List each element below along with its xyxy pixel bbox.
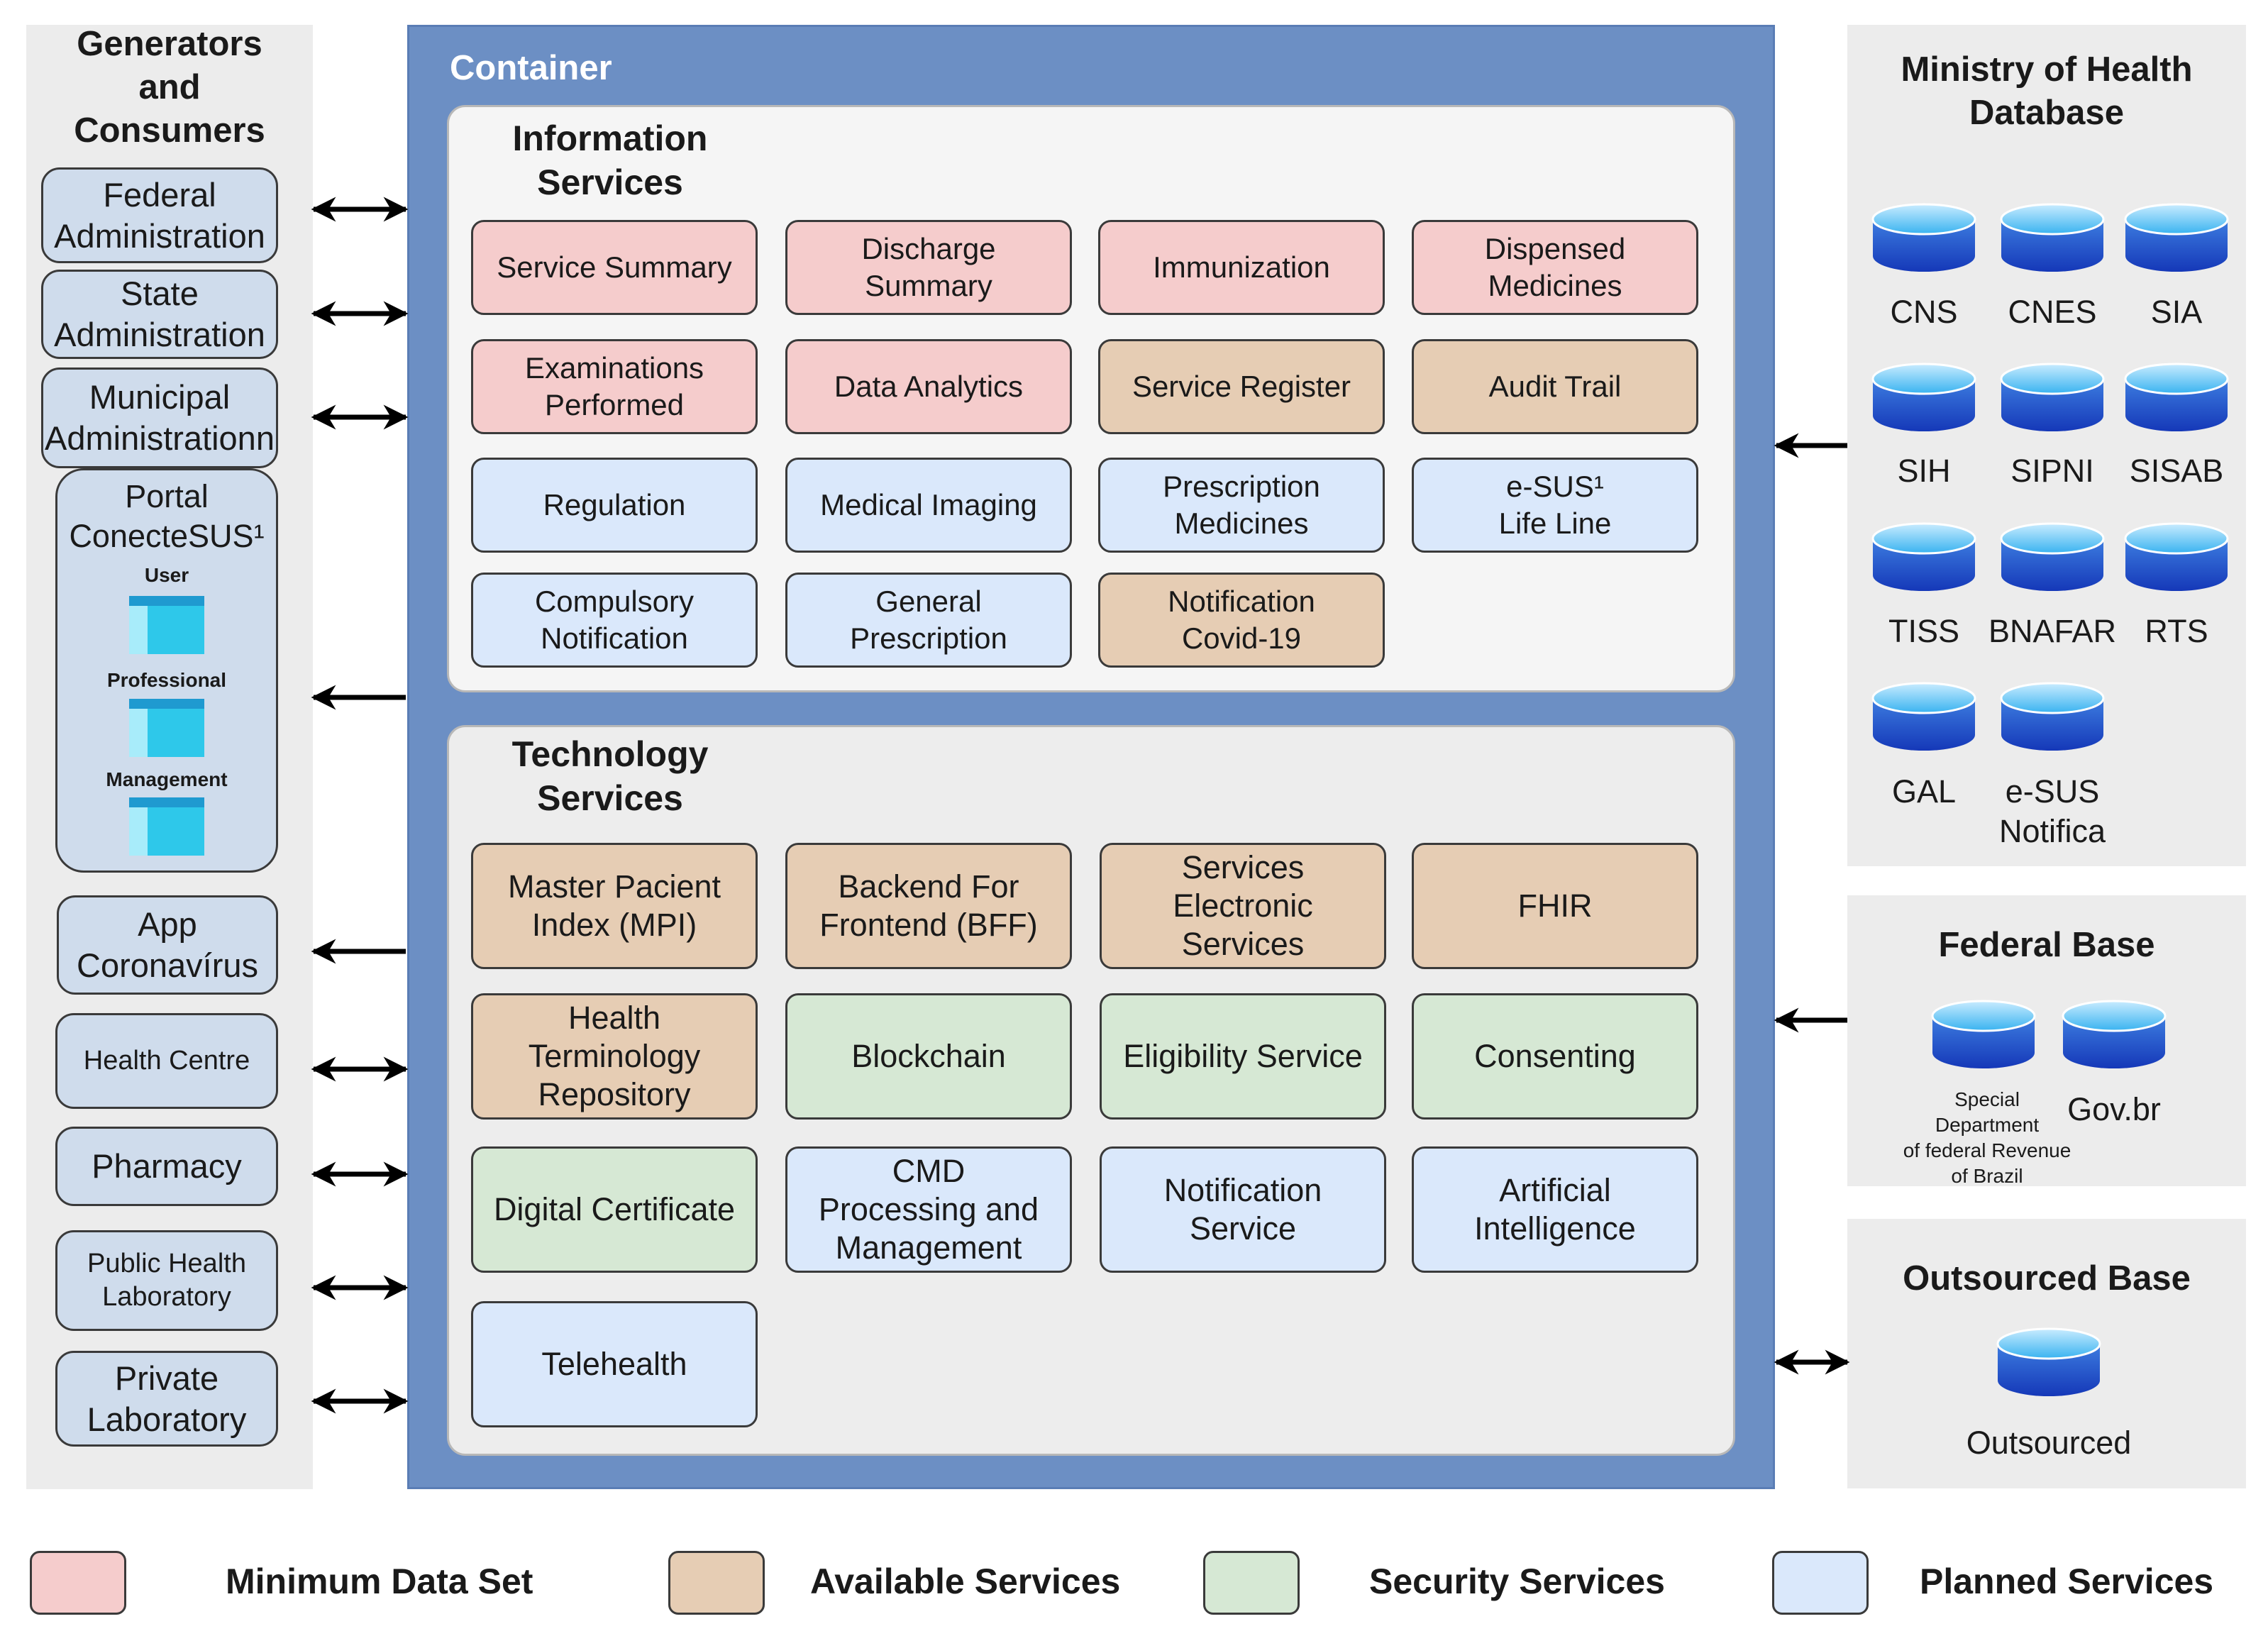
info-service-box: Audit Trail	[1412, 339, 1698, 434]
tech-service-box: Consenting	[1412, 993, 1698, 1120]
tech-service-box: Blockchain	[785, 993, 1072, 1120]
info-service-box: General Prescription	[785, 573, 1072, 668]
info-service-box: Service Register	[1098, 339, 1385, 434]
info-service-box: Medical Imaging	[785, 458, 1072, 553]
database-icon	[2062, 1000, 2167, 1068]
municipal-administration-box: Municipal Administrationn	[41, 367, 278, 468]
info-service-box: Discharge Summary	[785, 220, 1072, 315]
info-service-box: Examinations Performed	[471, 339, 758, 434]
info-service-box: Immunization	[1098, 220, 1385, 315]
state-administration-box: State Administration	[41, 270, 278, 359]
database-label: CNES	[2008, 294, 2097, 330]
federal-administration-box: Federal Administration	[41, 167, 278, 263]
database-icon	[1871, 682, 1976, 751]
portal-management-label: Management	[106, 768, 228, 790]
database-label: SISAB	[2129, 453, 2224, 489]
tech-service-box: Services Electronic Services	[1100, 843, 1386, 969]
ministry-title: Ministry of Health Database	[1901, 50, 2193, 132]
tech-service-box: Master Pacient Index (MPI)	[471, 843, 758, 969]
info-service-box: Data Analytics	[785, 339, 1072, 434]
portal-user-label: User	[144, 564, 189, 586]
legend-swatch	[1772, 1551, 1869, 1615]
database-label: e-SUS Notifica	[1998, 773, 2106, 849]
database-icon	[1931, 1000, 2036, 1068]
tech-service-box: CMD Processing and Management	[785, 1146, 1072, 1273]
legend-label: Available Services	[810, 1562, 1121, 1601]
tech-service-box: FHIR	[1412, 843, 1698, 969]
portal-title: Portal ConecteSUS¹	[69, 478, 265, 554]
tech-service-box: Eligibility Service	[1100, 993, 1386, 1120]
information-services-title: Information Services	[512, 118, 708, 202]
tech-service-box: Artificial Intelligence	[1412, 1146, 1698, 1273]
legend-label: Security Services	[1369, 1562, 1665, 1601]
app-coronavirus-box: App Coronavírus	[57, 895, 278, 995]
database-icon	[1871, 203, 1976, 272]
tech-service-box: Notification Service	[1100, 1146, 1386, 1273]
database-icon	[2124, 363, 2229, 431]
generators-title: Generators and Consumers	[74, 25, 265, 150]
info-service-box: Compulsory Notification	[471, 573, 758, 668]
database-label: SIA	[2150, 294, 2203, 330]
database-icon	[1996, 1327, 2101, 1396]
window-icon	[129, 596, 204, 654]
container-title: Container	[450, 49, 612, 87]
public-health-laboratory-box: Public Health Laboratory	[55, 1230, 278, 1331]
database-label: Special Department of federal Revenue of…	[1903, 1088, 2071, 1187]
technology-services-title: Technology Services	[511, 734, 709, 818]
database-icon	[2000, 363, 2105, 431]
tech-service-box: Digital Certificate	[471, 1146, 758, 1273]
window-icon	[129, 699, 204, 757]
info-service-box: e-SUS¹ Life Line	[1412, 458, 1698, 553]
federal-base-panel	[1847, 895, 2246, 1186]
legend-label: Minimum Data Set	[226, 1562, 533, 1601]
database-icon	[1871, 522, 1976, 591]
window-icon	[129, 797, 204, 856]
database-label: Outsourced	[1966, 1425, 2132, 1461]
outsourced-base-title: Outsourced Base	[1903, 1259, 2191, 1298]
info-service-box: Prescription Medicines	[1098, 458, 1385, 553]
federal-base-title: Federal Base	[1938, 926, 2155, 964]
info-service-box: Service Summary	[471, 220, 758, 315]
health-centre-box: Health Centre	[55, 1013, 278, 1109]
info-service-box: Regulation	[471, 458, 758, 553]
tech-service-box: Backend For Frontend (BFF)	[785, 843, 1072, 969]
database-label: CNS	[1890, 294, 1958, 330]
legend-swatch	[668, 1551, 765, 1615]
legend-swatch	[30, 1551, 126, 1615]
pharmacy-box: Pharmacy	[55, 1127, 278, 1206]
database-icon	[2124, 203, 2229, 272]
info-service-box: Notification Covid-19	[1098, 573, 1385, 668]
database-label: TISS	[1888, 613, 1960, 649]
tech-service-box: Telehealth	[471, 1301, 758, 1427]
database-label: SIH	[1897, 453, 1951, 489]
database-icon	[2124, 522, 2229, 591]
portal-professional-label: Professional	[106, 669, 227, 691]
database-label: GAL	[1891, 773, 1957, 809]
tech-service-box: Health Terminology Repository	[471, 993, 758, 1120]
database-label: Gov.br	[2067, 1091, 2161, 1127]
private-laboratory-box: Private Laboratory	[55, 1351, 278, 1447]
legend-swatch	[1203, 1551, 1300, 1615]
database-label: BNAFAR	[1988, 613, 2117, 649]
legend-label: Planned Services	[1920, 1562, 2214, 1601]
database-icon	[1871, 363, 1976, 431]
database-icon	[2000, 682, 2105, 751]
info-service-box: Dispensed Medicines	[1412, 220, 1698, 315]
database-label: RTS	[2145, 613, 2208, 649]
database-icon	[2000, 522, 2105, 591]
database-label: SIPNI	[2010, 453, 2094, 489]
database-icon	[2000, 203, 2105, 272]
